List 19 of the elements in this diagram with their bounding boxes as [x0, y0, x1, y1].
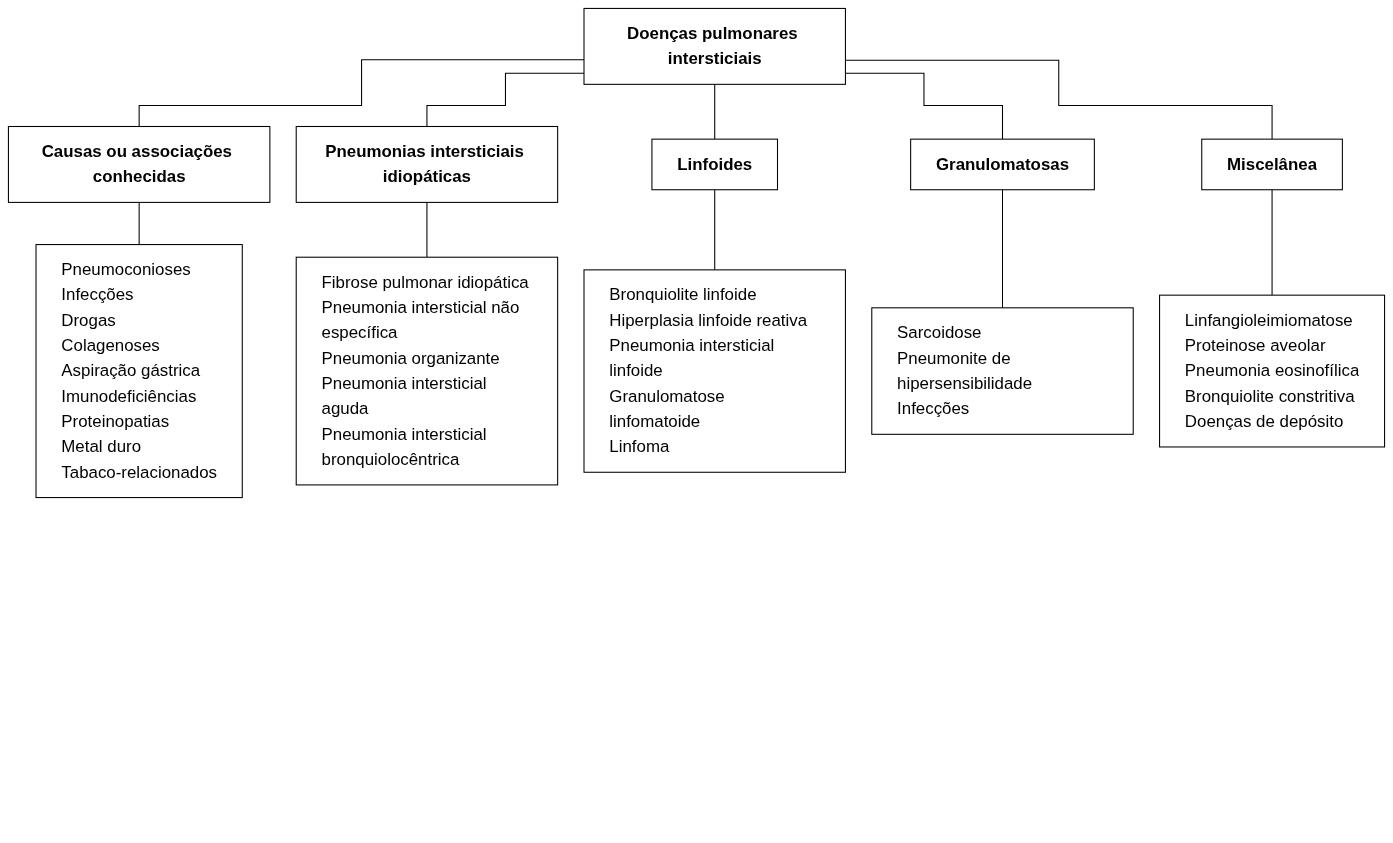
- connector: [1271, 189, 1273, 296]
- node-box: Miscelânea: [1201, 138, 1343, 191]
- connector: [426, 201, 428, 258]
- connector: [138, 59, 585, 128]
- node-box: Pneumonias intersticiais idiopáticas: [295, 125, 559, 203]
- node-box: Linfoides: [651, 138, 779, 191]
- node-box: Linfangioleimiomatose Proteinose aveolar Pneumonia eosinofílica Bronquiolite constritiva Doenças de depósito: [1159, 294, 1386, 448]
- node-box: Fibrose pulmonar idiopática Pneumonia intersticial não específica Pneumonia organizante Pneumonia intersticial aguda Pneumonia intersticial bronquiolocêntrica: [295, 256, 559, 486]
- node-box: Doenças pulmonares intersticiais: [583, 7, 846, 85]
- node-box: Bronquiolite linfoide Hiperplasia linfoide reativa Pneumonia intersticial linfoide Granulomatose linfomatoide Linfoma: [583, 269, 846, 473]
- connector: [714, 189, 716, 271]
- connector: [1001, 189, 1004, 309]
- node-box: Pneumoconioses Infecções Drogas Colagenoses Aspiração gástrica Imunodeficiências Proteinopatias Metal duro Tabaco-relacionados: [35, 244, 243, 499]
- node-box: Sarcoidose Pneumonite de hipersensibilidade Infecções: [871, 307, 1134, 435]
- connector: [426, 72, 585, 128]
- connector: [138, 201, 140, 246]
- node-box: Causas ou associações conhecidas: [7, 125, 271, 203]
- connector: [714, 83, 716, 140]
- node-box: Granulomatosas: [910, 138, 1095, 191]
